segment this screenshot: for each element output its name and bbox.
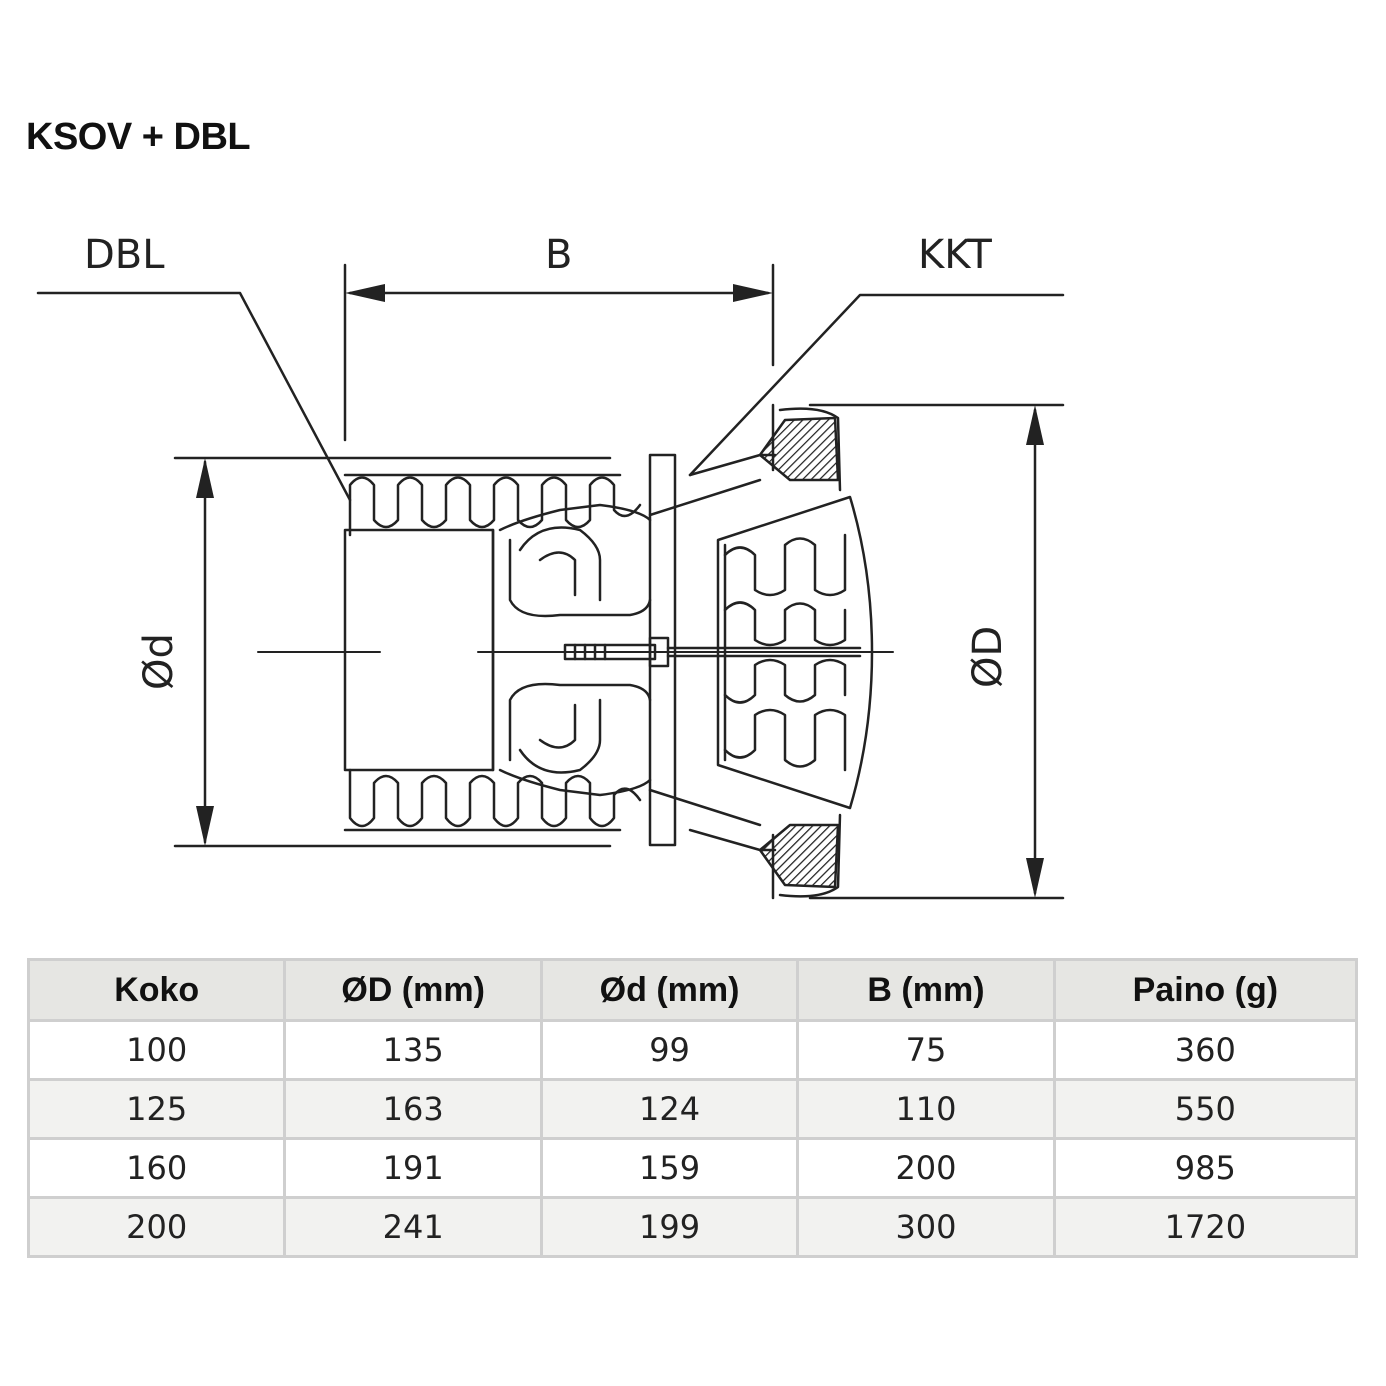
label-dbl: DBL [84, 232, 165, 278]
table-row: 160 191 159 200 985 [26, 1137, 1359, 1199]
cell-big-d: 163 [283, 1078, 543, 1140]
bolt [563, 636, 862, 668]
cell-koko: 125 [26, 1078, 287, 1140]
cell-b: 300 [796, 1196, 1056, 1258]
label-b: B [545, 232, 572, 278]
header-paino: Paino (g) [1052, 958, 1359, 1022]
cell-koko: 200 [26, 1196, 287, 1258]
dimension-b [343, 263, 775, 442]
kkt-leader-line [688, 293, 1065, 477]
inner-loops [498, 503, 652, 797]
cell-small-d: 99 [539, 1019, 800, 1081]
cell-b: 200 [796, 1137, 1056, 1199]
header-koko: Koko [26, 958, 287, 1022]
cell-big-d: 135 [283, 1019, 543, 1081]
cell-koko: 160 [26, 1137, 287, 1199]
cell-koko: 100 [26, 1019, 287, 1081]
duct-body [343, 473, 642, 832]
cell-paino: 360 [1052, 1019, 1359, 1081]
table-header-row: Koko ØD (mm) Ød (mm) B (mm) Paino (g) [26, 958, 1359, 1022]
dbl-leader-line [36, 291, 352, 502]
header-big-d: ØD (mm) [283, 958, 543, 1022]
cell-b: 110 [796, 1078, 1056, 1140]
header-b: B (mm) [796, 958, 1056, 1022]
cell-paino: 1720 [1052, 1196, 1359, 1258]
label-kkt: KKT [918, 232, 992, 278]
cell-small-d: 159 [539, 1137, 800, 1199]
valve-disc [716, 495, 874, 810]
table-row: 100 135 99 75 360 [26, 1019, 1359, 1081]
cell-small-d: 199 [539, 1196, 800, 1258]
dimension-table: Koko ØD (mm) Ød (mm) B (mm) Paino (g) 10… [26, 958, 1359, 1258]
cell-b: 75 [796, 1019, 1056, 1081]
page-title: KSOV + DBL [26, 116, 251, 158]
cell-big-d: 241 [283, 1196, 543, 1258]
dimension-big-d [808, 403, 1065, 900]
cell-big-d: 191 [283, 1137, 543, 1199]
cell-small-d: 124 [539, 1078, 800, 1140]
table-row: 125 163 124 110 550 [26, 1078, 1359, 1140]
dimension-small-d [173, 456, 612, 848]
label-small-d: Ød [136, 633, 182, 690]
technical-drawing: DBL B KKT Ød ØD [36, 232, 1065, 900]
header-small-d: Ød (mm) [539, 958, 800, 1022]
cell-paino: 550 [1052, 1078, 1359, 1140]
label-big-d: ØD [965, 626, 1011, 688]
gasket-ring [758, 407, 842, 898]
cell-paino: 985 [1052, 1137, 1359, 1199]
table-row: 200 241 199 300 1720 [26, 1196, 1359, 1258]
